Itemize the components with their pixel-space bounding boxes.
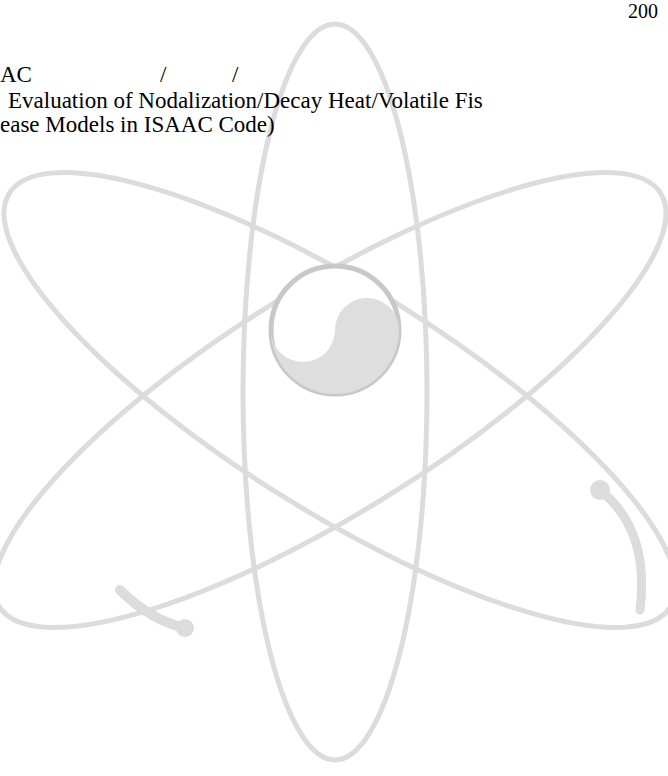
title-separator: /: [160, 62, 166, 87]
title-separator: /: [232, 62, 238, 87]
orbit-tilted-right: [0, 98, 668, 701]
orbit-tilted-left: [0, 98, 668, 701]
orbit-tail: [600, 490, 642, 610]
english-title-line: ease Models in ISAAC Code): [0, 112, 275, 137]
orbit-tail: [120, 590, 185, 628]
orbit-dot: [590, 480, 610, 500]
yin-yang-emblem: [271, 266, 399, 394]
orbit-dot: [176, 619, 194, 637]
english-title-line: Evaluation of Nodalization/Decay Heat/Vo…: [8, 88, 483, 113]
title-fragment: AC: [0, 62, 32, 87]
report-year: 200: [628, 0, 658, 22]
